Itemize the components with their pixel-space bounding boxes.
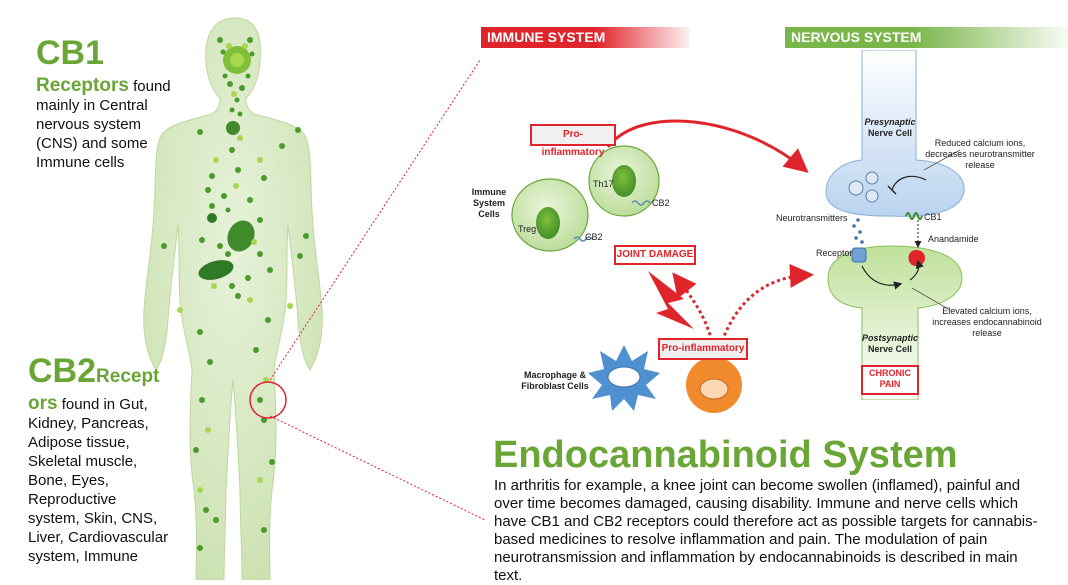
chronic-pain-label: CHRONIC PAIN bbox=[869, 368, 911, 389]
presynaptic-label: Presynaptic Nerve Cell bbox=[856, 117, 924, 139]
ecs-title: Endocannabinoid System bbox=[493, 434, 958, 476]
cb1-label: CB1 bbox=[924, 212, 942, 222]
human-body-figure bbox=[143, 17, 323, 580]
postsynaptic-italic: Postsynaptic bbox=[861, 333, 919, 343]
cb2-lead: ors bbox=[28, 393, 58, 414]
pain-dotted-arrow bbox=[720, 263, 814, 342]
immune-diagram bbox=[511, 119, 814, 413]
immune-system-banner: IMMUNE SYSTEM bbox=[481, 27, 690, 48]
cb2-text: found in Gut, Kidney, Pancreas, Adipose … bbox=[28, 396, 169, 565]
cb1-receptor-icon bbox=[905, 212, 923, 220]
cb2-title-suffix: Recept bbox=[96, 366, 160, 387]
nervous-diagram bbox=[825, 50, 965, 400]
treg-label: Treg bbox=[518, 224, 537, 234]
pro-inflammatory-bottom-label: Pro-inflammatory bbox=[658, 338, 748, 360]
presynaptic-cell: Nerve Cell bbox=[867, 128, 913, 138]
postsynaptic-label: Postsynaptic Nerve Cell bbox=[856, 333, 924, 355]
cb2-receptor-bottom bbox=[573, 236, 593, 242]
postsynaptic-cell: Nerve Cell bbox=[867, 344, 913, 354]
presynaptic-neuron bbox=[825, 50, 965, 217]
intestine-organ bbox=[198, 260, 234, 280]
cb2-receptor-top bbox=[631, 200, 651, 206]
cb2-title-row: CB2Recept bbox=[28, 352, 159, 390]
nervous-system-banner: NERVOUS SYSTEM bbox=[785, 27, 1068, 48]
cb2-top-label: CB2 bbox=[652, 198, 670, 208]
neurotransmitters-label: Neurotransmitters bbox=[776, 213, 848, 223]
receptor-icon bbox=[851, 247, 867, 263]
cb1-text: found mainly in Central nervous system (… bbox=[36, 78, 171, 171]
presynaptic-italic: Presynaptic bbox=[864, 117, 916, 127]
cb1-title: CB1 bbox=[36, 34, 105, 72]
th17-label: Th17 bbox=[593, 179, 614, 189]
lightning-icon bbox=[648, 271, 694, 329]
cb1-description: Receptors found mainly in Central nervou… bbox=[36, 76, 186, 172]
anandamide-label: Anandamide bbox=[928, 234, 979, 244]
ecs-body: In arthritis for example, a knee joint c… bbox=[494, 477, 1038, 584]
knee-highlight-circle bbox=[249, 381, 287, 419]
macrophage-label: Macrophage & Fibroblast Cells bbox=[521, 370, 589, 391]
cb2-bottom-label: CB2 bbox=[585, 232, 603, 242]
immune-cells-label: Immune System Cells bbox=[471, 187, 507, 219]
chronic-pain-box bbox=[861, 365, 919, 395]
cb1-lead: Receptors bbox=[36, 75, 129, 96]
damage-dotted-arrow bbox=[672, 272, 714, 342]
elevated-calcium-label: Elevated calcium ions, increases endocan… bbox=[932, 306, 1042, 338]
inflammation-arrow bbox=[606, 119, 809, 173]
body-silhouette bbox=[143, 17, 323, 580]
pro-inflammatory-top-label: Pro-inflammatory bbox=[530, 124, 616, 158]
joint-damage-label: JOINT DAMAGE bbox=[614, 245, 696, 265]
reduced-calcium-label: Reduced calcium ions, decreases neurotra… bbox=[925, 138, 1035, 170]
cb2-description: ors found in Gut, Kidney, Pancreas, Adip… bbox=[28, 394, 170, 566]
anandamide-icon bbox=[908, 250, 925, 266]
receptor-label: Receptor bbox=[816, 248, 853, 258]
cb2-title: CB2 bbox=[28, 352, 97, 390]
liver-organ bbox=[227, 220, 255, 252]
